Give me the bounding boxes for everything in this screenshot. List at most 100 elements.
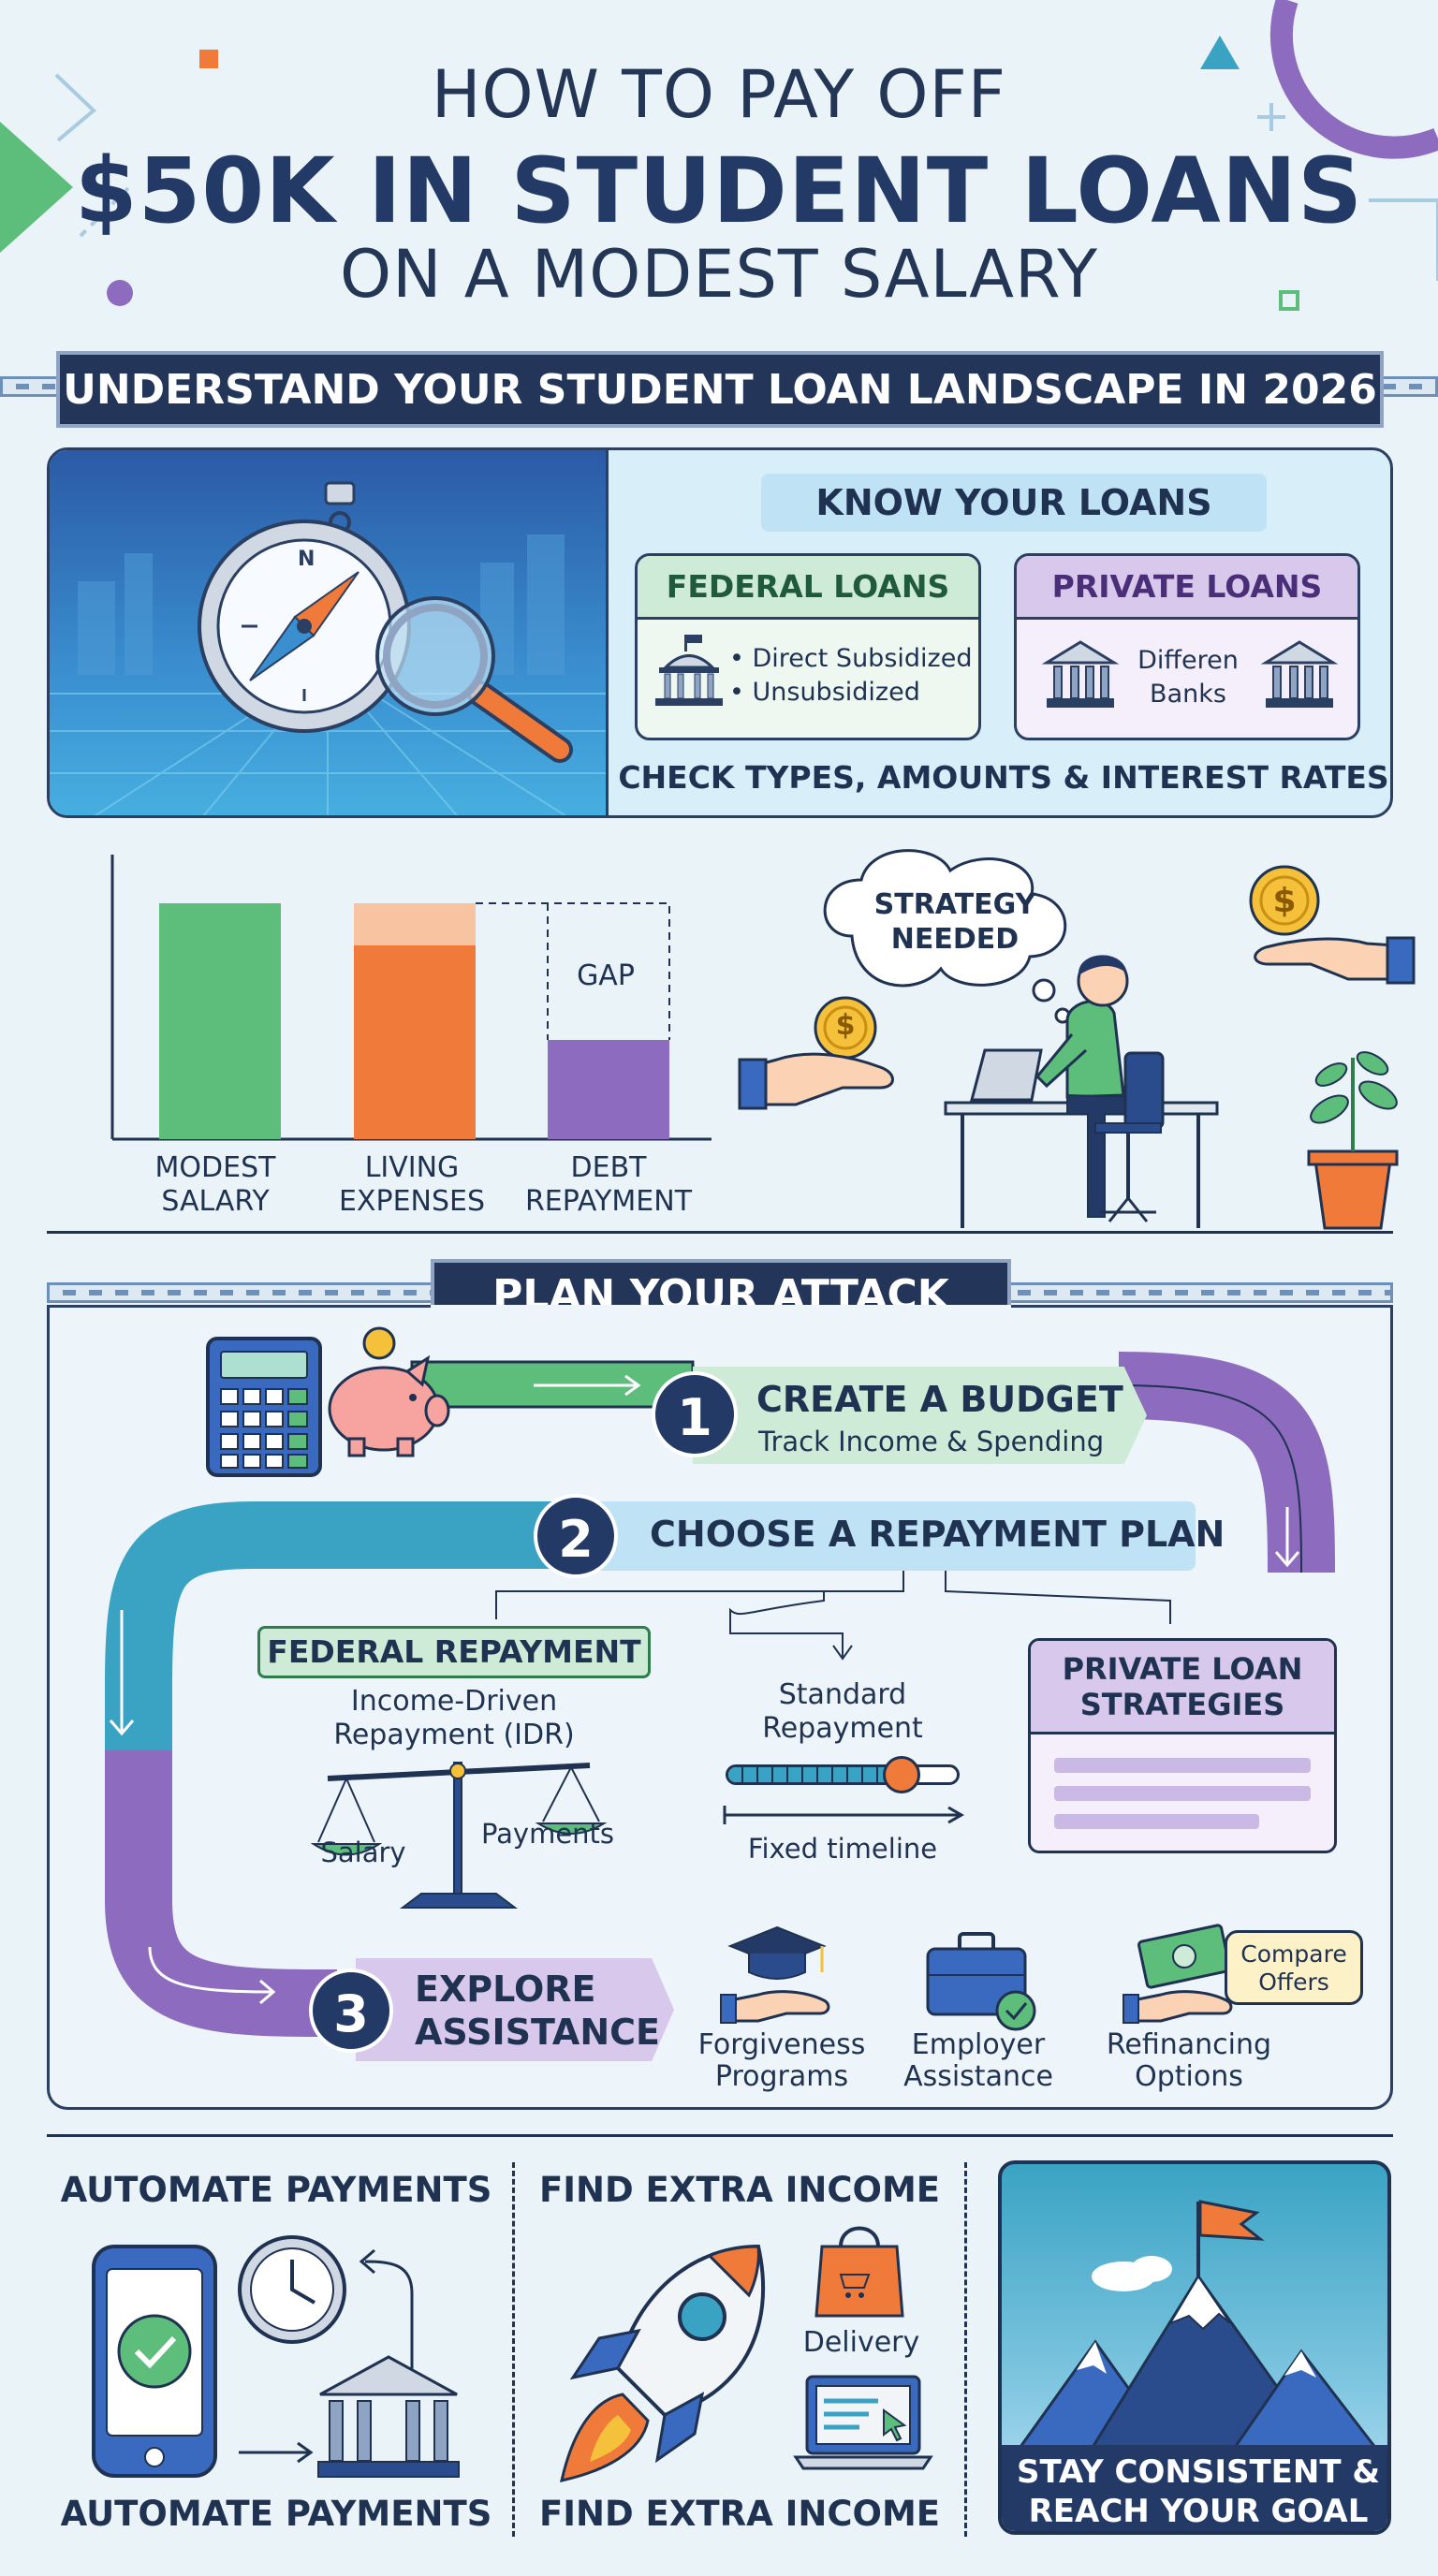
bar-label-salary-line2: SALARY (161, 1185, 270, 1218)
know-loans-title: KNOW YOUR LOANS (761, 474, 1267, 532)
federal-item-2: • Unsubsidized (729, 678, 920, 707)
step3-box (356, 1958, 674, 2061)
divider-vertical-2 (964, 2162, 967, 2537)
step2-number: 2 (534, 1494, 618, 1578)
bar-label-salary-line1: MODEST (154, 1151, 276, 1184)
assist-employer: Employer Assistance (880, 2029, 1077, 2093)
hand-coin-right (1249, 865, 1416, 985)
private-loans-card: PRIVATE LOANS Differen Banks (1014, 553, 1360, 740)
strategy-bubble-text: STRATEGY NEEDED (847, 887, 1063, 957)
magnifier-icon (375, 596, 573, 763)
goal-caption-line2: REACH YOUR GOAL (1028, 2493, 1369, 2530)
scale-salary-label: Salary (320, 1837, 406, 1868)
bar-label-debt: DEBT REPAYMENT (506, 1151, 712, 1219)
budget-bar-3 (548, 1040, 669, 1139)
assist-forgiveness-line1: Forgiveness (697, 2028, 866, 2061)
automate-title: AUTOMATE PAYMENTS (60, 2170, 492, 2210)
calculator-icon (206, 1337, 322, 1477)
standard-progress-knob (882, 1756, 920, 1793)
fixed-timeline-label: Fixed timeline (747, 1833, 938, 1865)
strategy-illustration (738, 849, 1416, 1230)
step2-title: CHOOSE A REPAYMENT PLAN (650, 1514, 1225, 1555)
assist-forgiveness-line2: Programs (714, 2060, 849, 2093)
step3-title-line1: EXPLORE (415, 1969, 596, 2010)
person-at-laptop (944, 955, 1219, 1228)
step1-sub: Track Income & Spending (758, 1426, 1105, 1457)
private-loans-line2: Banks (1150, 680, 1226, 709)
federal-repayment-title: FEDERAL REPAYMENT (257, 1626, 651, 1678)
step2-box (573, 1501, 1196, 1571)
standard-label: Standard Repayment (721, 1678, 964, 1746)
timeline-arrow (723, 1806, 965, 1824)
briefcase-check-icon (926, 1932, 1036, 2031)
step3-title-line2: ASSISTANCE (415, 2012, 660, 2053)
standard-label-line2: Repayment (762, 1712, 923, 1745)
standard-progress-bar (726, 1764, 960, 1785)
compare-offers-line1: Compare (1240, 1940, 1347, 1968)
decorative-shapes (0, 0, 1438, 311)
capitol-icon (655, 635, 723, 706)
coin-symbol-right: $ (1272, 882, 1297, 920)
bar-label-living-line2: EXPENSES (338, 1185, 486, 1218)
loans-panel: N KNOW YOUR LOANS FEDERAL LOANS (47, 447, 1393, 818)
loans-footer: CHECK TYPES, AMOUNTS & INTEREST RATES (618, 759, 1389, 796)
plan-flow-path (105, 1352, 1335, 2037)
shopping-bag-icon (814, 2226, 904, 2318)
step1-box (693, 1367, 1147, 1464)
section-banner-landscape-text: UNDERSTAND YOUR STUDENT LOAN LANDSCAPE I… (63, 365, 1377, 414)
cash-hand-icon (1123, 1924, 1233, 2024)
assist-forgiveness: Forgiveness Programs (683, 2029, 880, 2093)
assist-refinancing-line1: Refinancing (1106, 2028, 1272, 2061)
step1-title: CREATE A BUDGET (756, 1379, 1123, 1420)
scale-payments-label: Payments (480, 1818, 615, 1850)
assist-employer-line2: Assistance (903, 2060, 1053, 2093)
divider-1 (47, 1231, 1393, 1234)
mountain-flag-icon (1002, 2200, 1387, 2475)
compare-offers-line2: Offers (1258, 1969, 1329, 1996)
plan-panel-top-right (1011, 1305, 1393, 1308)
federal-loans-card: FEDERAL LOANS • Direct Subsidized • Unsu… (635, 553, 981, 740)
living-expenses-cap (354, 903, 476, 945)
compass-icon: N (198, 481, 411, 733)
graduation-hand-icon (720, 1925, 830, 2024)
bar-label-living: LIVING EXPENSES (309, 1151, 515, 1219)
delivery-label: Delivery (802, 2326, 920, 2359)
idr-label-line2: Repayment (IDR) (333, 1719, 575, 1751)
federal-item-1: • Direct Subsidized (729, 644, 973, 673)
svg-text:N: N (298, 548, 315, 571)
banner-rail-right-2 (1002, 1282, 1393, 1303)
budget-gap-chart (110, 855, 712, 1141)
bank-icon (1041, 640, 1120, 708)
bar-label-debt-line2: REPAYMENT (524, 1185, 693, 1218)
piggy-bank-icon (328, 1326, 450, 1457)
private-strategies-line2: STRATEGIES (1079, 1686, 1285, 1722)
assist-refinancing: Refinancing Options (1086, 2029, 1292, 2093)
automate-caption: AUTOMATE PAYMENTS (60, 2494, 492, 2534)
standard-progress-fill (728, 1767, 900, 1782)
coin-symbol-left: $ (835, 1009, 856, 1042)
private-loans-title: PRIVATE LOANS (1051, 568, 1323, 605)
automate-illustration (92, 2235, 460, 2478)
budget-bar-1 (159, 903, 281, 1139)
assist-employer-line1: Employer (911, 2028, 1046, 2061)
title-line-3: ON A MODEST SALARY (340, 236, 1098, 313)
plan-panel-top-left (47, 1305, 431, 1308)
private-strategies-line1: PRIVATE LOAN (1062, 1650, 1303, 1687)
step3-title: EXPLORE ASSISTANCE (415, 1968, 660, 2054)
rocket-icon (560, 2244, 766, 2482)
divider-2 (47, 2134, 1393, 2137)
banner-rail-right (1367, 376, 1438, 397)
bar-label-salary: MODEST SALARY (112, 1151, 318, 1219)
bar-label-living-line1: LIVING (364, 1151, 460, 1184)
title-line-1: HOW TO PAY OFF (431, 56, 1007, 133)
idr-label-line1: Income-Driven (350, 1685, 558, 1718)
divider-vertical-1 (512, 2162, 515, 2537)
compare-offers-bubble: Compare Offers (1225, 1930, 1363, 2005)
hand-coin-left (738, 996, 894, 1110)
know-loans-title-text: KNOW YOUR LOANS (815, 482, 1212, 523)
private-strategies-card: PRIVATE LOAN STRATEGIES (1028, 1638, 1337, 1853)
goal-caption-box: STAY CONSISTENT & REACH YOUR GOAL (1002, 2445, 1387, 2531)
banner-rail-left-2 (47, 1282, 440, 1303)
bank-icon-2 (1260, 640, 1339, 708)
bar-label-debt-line1: DEBT (570, 1151, 647, 1184)
